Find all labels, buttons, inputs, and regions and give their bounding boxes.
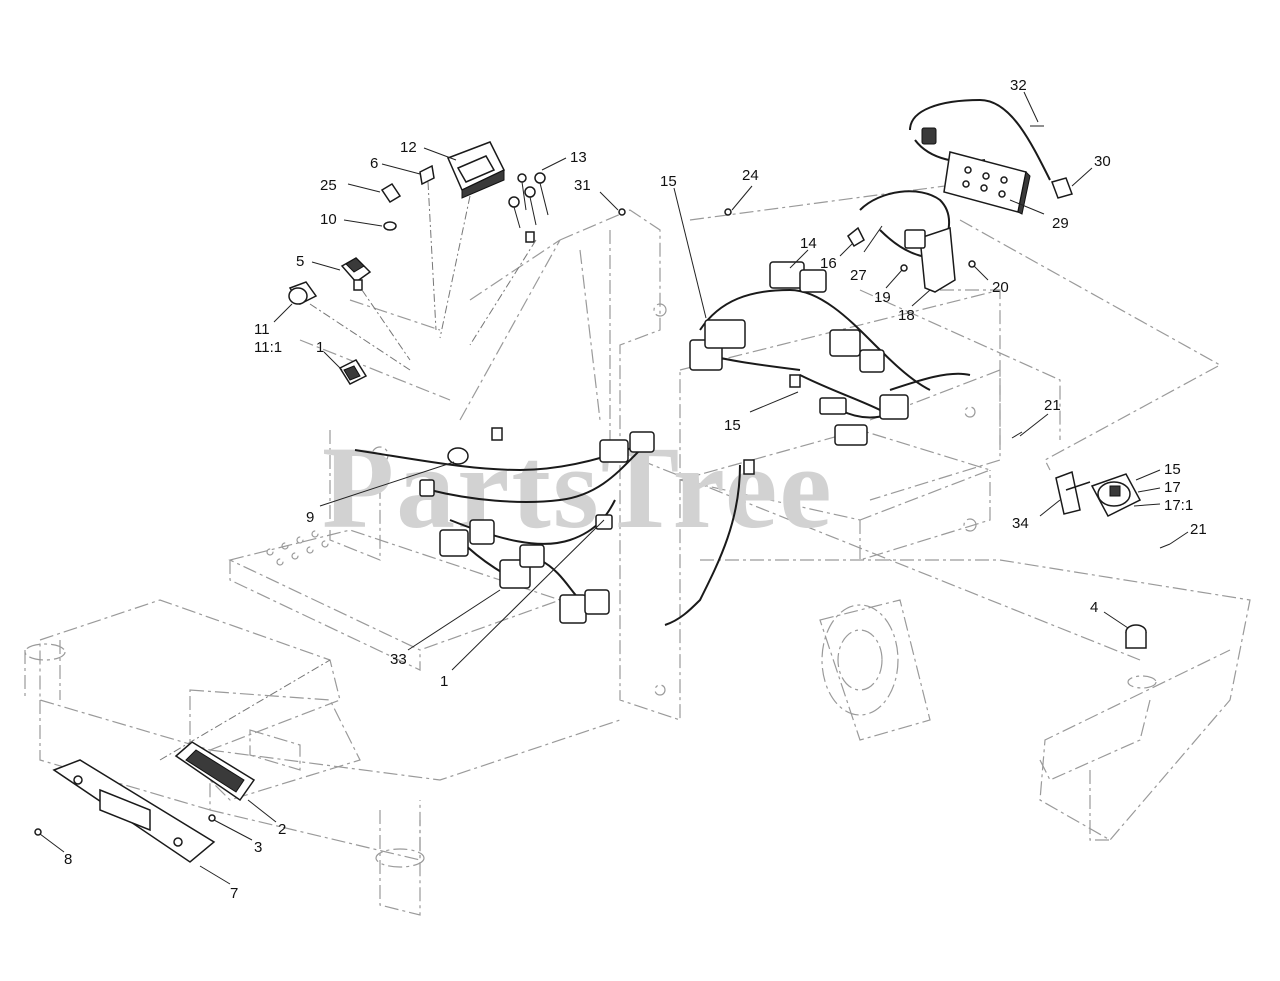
part-4-socket (1125, 624, 1147, 649)
callout-17-1: 17:1 (1164, 497, 1193, 514)
part-9-grommet (447, 447, 469, 465)
callout-25: 25 (320, 177, 337, 194)
callout-11-1: 11:1 (254, 339, 282, 356)
callout-19: 19 (874, 289, 891, 306)
callout-27: 27 (850, 267, 867, 284)
leader-lines (39, 91, 1189, 885)
part-13-fuses (508, 172, 549, 243)
wiring-harness (354, 98, 1051, 626)
part-30-connector (921, 127, 1073, 199)
callout-16: 16 (820, 255, 837, 272)
part-25-bezel (380, 182, 402, 204)
callout-29: 29 (1052, 215, 1069, 232)
callout-32: 32 (1010, 77, 1027, 94)
callout-14: 14 (800, 235, 817, 252)
assembly-line-13 (469, 239, 537, 346)
callout-24: 24 (742, 167, 759, 184)
part-12-module (446, 141, 506, 199)
callout-8: 8 (64, 851, 72, 868)
part-21-screw-b (1159, 543, 1171, 549)
callout-13: 13 (570, 149, 587, 166)
part-6-clip (419, 164, 435, 186)
part-2-light (174, 741, 256, 802)
assembly-line-5 (361, 289, 411, 361)
part-8-screw (34, 828, 42, 836)
part-10-nut (383, 221, 397, 231)
part-24-screw (724, 208, 732, 216)
assembly-line-11 (309, 303, 411, 371)
part-7-bezel (52, 759, 216, 863)
callout-3: 3 (254, 839, 262, 856)
callout-labels: 32 30 29 12 6 13 25 31 15 24 10 14 16 27… (64, 77, 1207, 902)
callout-17: 17 (1164, 479, 1181, 496)
assembly-line-2 (159, 659, 331, 761)
callout-10: 10 (320, 211, 337, 228)
plate-holes (266, 530, 329, 566)
callout-15-right: 15 (1164, 461, 1181, 478)
part-21-screw-a (1011, 431, 1023, 439)
part-17-solenoid (1090, 473, 1142, 517)
part-29-module (943, 151, 1031, 215)
part-5-switch (340, 257, 372, 291)
callout-21-bottom: 21 (1190, 521, 1207, 538)
part-19-screw (900, 264, 908, 272)
part-16-connector (847, 226, 865, 248)
callout-30: 30 (1094, 153, 1111, 170)
callout-21-top: 21 (1044, 397, 1061, 414)
assembly-line-12 (439, 195, 471, 339)
part-1-relay (338, 359, 368, 385)
part-3-screw (208, 814, 216, 822)
callout-33: 33 (390, 651, 407, 668)
part-34-bracket (1055, 470, 1091, 515)
assembly-line-6 (427, 181, 437, 331)
part-11-keyswitch (288, 281, 318, 305)
callout-18: 18 (898, 307, 915, 324)
callout-1-top: 1 (316, 339, 324, 356)
callout-15-top: 15 (660, 173, 677, 190)
callout-5: 5 (296, 253, 304, 270)
callout-9: 9 (306, 509, 314, 526)
callout-6: 6 (370, 155, 378, 172)
callout-2: 2 (278, 821, 286, 838)
callout-15-mid: 15 (724, 417, 741, 434)
callout-34: 34 (1012, 515, 1029, 532)
callout-4: 4 (1090, 599, 1098, 616)
callout-7: 7 (230, 885, 238, 902)
watermark-text: PartsTree (322, 422, 834, 553)
part-31-screw (618, 208, 626, 216)
callout-11: 11 (254, 321, 270, 338)
callout-12: 12 (400, 139, 417, 156)
part-20-screw (968, 260, 976, 268)
callout-20: 20 (992, 279, 1009, 296)
callout-31: 31 (574, 177, 591, 194)
callout-1-bottom: 1 (440, 673, 448, 690)
